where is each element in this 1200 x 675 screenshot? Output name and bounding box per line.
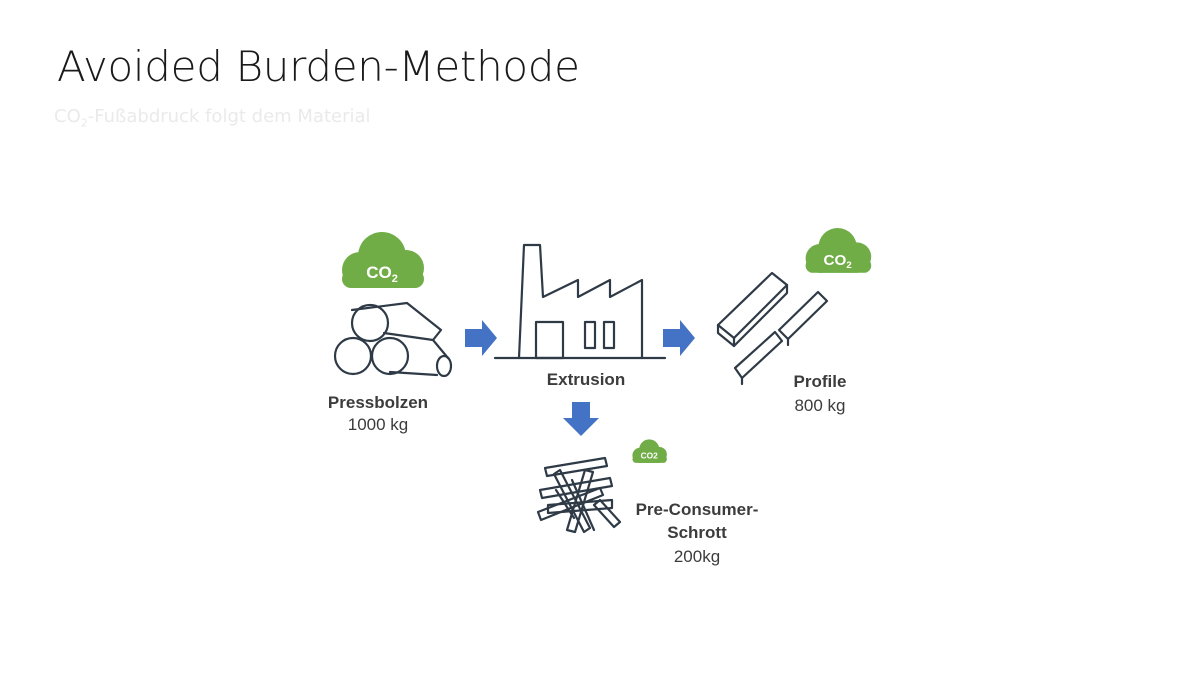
svg-text:CO2: CO2 [824, 252, 852, 271]
co2-label: CO [366, 263, 392, 282]
co2-label: CO [824, 252, 847, 269]
arrow-right-icon [465, 320, 497, 356]
page-subtitle: CO2-Fußabdruck folgt dem Material [54, 106, 371, 130]
billets-icon [333, 301, 453, 378]
profile-amount: 800 kg [794, 396, 845, 415]
co2-cloud-icon-scrap: CO2 [632, 439, 667, 463]
co2-small-label: CO2 [641, 451, 659, 461]
co2-sub: 2 [392, 273, 398, 285]
co2-sub: 2 [846, 260, 851, 271]
co2-cloud-icon-pressbolzen: CO2 [342, 232, 424, 288]
scrap-icon [536, 456, 622, 534]
svg-text:CO2: CO2 [366, 263, 398, 285]
factory-icon [493, 243, 667, 360]
extrusion-label: Extrusion [547, 370, 625, 389]
pressbolzen-amount: 1000 kg [348, 415, 409, 434]
scrap-amount: 200kg [674, 547, 720, 566]
arrow-right-icon [663, 320, 695, 356]
scrap-label-line2: Schrott [667, 523, 727, 542]
scrap-label-line1: Pre-Consumer- [636, 500, 759, 519]
pressbolzen-label: Pressbolzen [328, 393, 428, 412]
subtitle-sub: 2 [80, 116, 88, 130]
arrow-down-icon [563, 402, 599, 436]
co2-cloud-icon-profile: CO2 [805, 228, 872, 273]
subtitle-rest: -Fußabdruck folgt dem Material [87, 106, 371, 127]
subtitle-co: CO [54, 106, 81, 127]
page-title: Avoided Burden-Methode [57, 42, 580, 91]
profile-label: Profile [794, 372, 847, 391]
profiles-icon [716, 271, 829, 386]
